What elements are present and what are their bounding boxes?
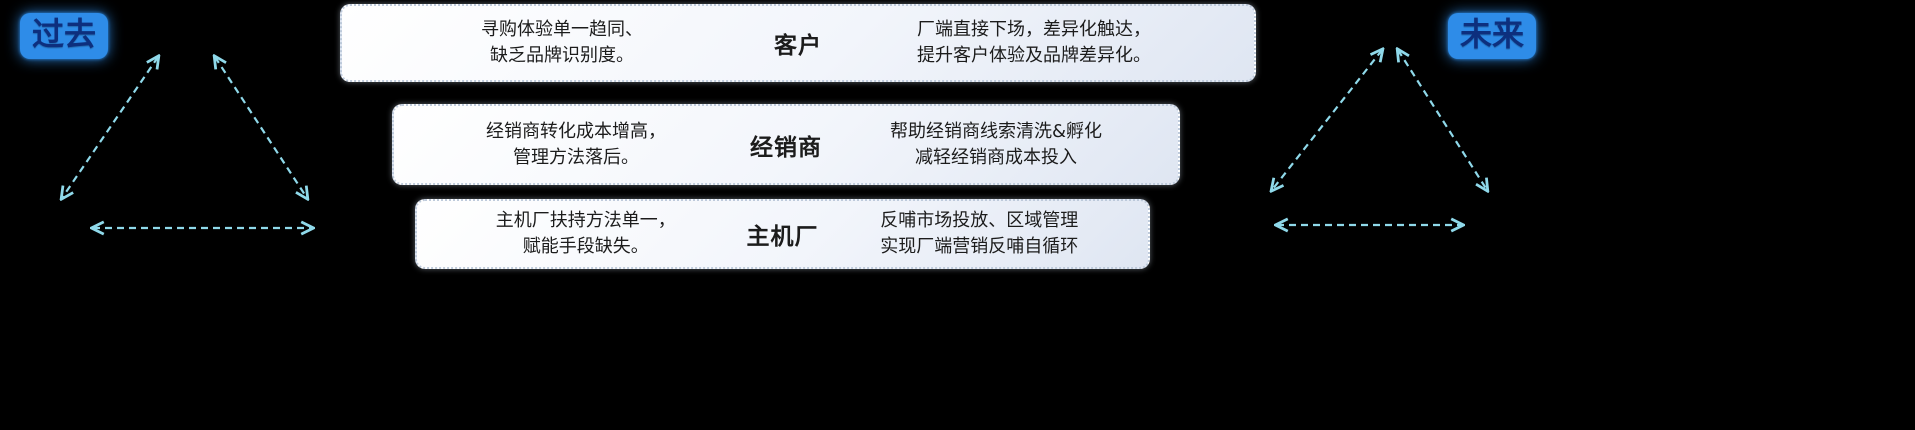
text-line: 主机厂扶持方法单一， xyxy=(495,210,676,231)
row-dealer: 经销商转化成本增高， 管理方法落后。 经销商 帮助经销商线索清洗&孵化 减轻经销… xyxy=(392,104,1180,185)
past-label: 过去 xyxy=(20,13,109,60)
past-pain-customer: 寻购体验单一趋同、 缺乏品牌识别度。 xyxy=(370,17,754,69)
future-arrow-right-diagonal xyxy=(1398,50,1487,190)
future-arrow-left-diagonal xyxy=(1272,50,1382,190)
text-line: 赋能手段缺失。 xyxy=(522,236,649,257)
future-label: 未来 xyxy=(1448,13,1537,60)
future-benefit-dealer: 帮助经销商线索清洗&孵化 减轻经销商成本投入 xyxy=(842,119,1150,171)
text-line: 帮助经销商线索清洗&孵化 xyxy=(889,120,1103,142)
past-pain-dealer: 经销商转化成本增高， 管理方法落后。 xyxy=(422,119,730,171)
text-line: 厂端直接下场，差异化触达， xyxy=(917,19,1151,40)
role-label-dealer: 经销商 xyxy=(750,134,822,161)
text-line: 减轻经销商成本投入 xyxy=(915,146,1077,168)
future-benefit-oem: 反哺市场投放、区域管理 实现厂端营销反哺自循环 xyxy=(839,208,1121,260)
row-customer: 寻购体验单一趋同、 缺乏品牌识别度。 客户 厂端直接下场，差异化触达， 提升客户… xyxy=(340,4,1256,82)
text-line: 管理方法落后。 xyxy=(513,146,639,168)
text-line: 实现厂端营销反哺自循环 xyxy=(880,236,1079,257)
text-line: 经销商转化成本增高， xyxy=(486,120,666,142)
past-arrow-left-diagonal xyxy=(62,57,158,198)
row-oem: 主机厂扶持方法单一， 赋能手段缺失。 主机厂 反哺市场投放、区域管理 实现厂端营… xyxy=(415,199,1150,269)
text-line: 反哺市场投放、区域管理 xyxy=(880,210,1079,231)
future-benefit-customer: 厂端直接下场，差异化触达， 提升客户体验及品牌差异化。 xyxy=(842,17,1226,69)
text-line: 提升客户体验及品牌差异化。 xyxy=(917,45,1151,66)
role-label-customer: 客户 xyxy=(774,33,822,59)
text-line: 寻购体验单一趋同、 xyxy=(481,19,643,40)
past-arrow-right-diagonal xyxy=(215,57,307,198)
past-triangle-arrows xyxy=(40,45,330,245)
role-label-oem: 主机厂 xyxy=(746,224,819,250)
past-pain-oem: 主机厂扶持方法单一， 赋能手段缺失。 xyxy=(445,208,727,260)
text-line: 缺乏品牌识别度。 xyxy=(490,45,634,66)
future-triangle-arrows xyxy=(1260,40,1500,240)
